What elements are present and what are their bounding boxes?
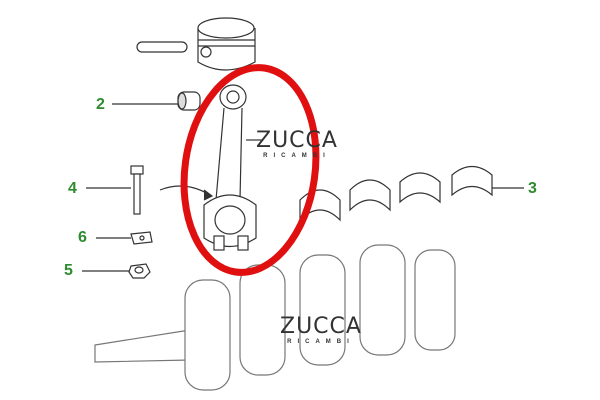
lock-plate — [130, 231, 153, 245]
highlight-circle — [180, 64, 320, 276]
main-bearing-shells — [299, 165, 493, 222]
piston — [197, 17, 256, 71]
logo-sub: RICAMBI — [263, 153, 331, 159]
logo-brand: ZUCCA — [256, 128, 338, 153]
crankshaft — [94, 244, 456, 391]
leader-lines — [82, 103, 524, 272]
nut — [128, 263, 151, 279]
callout-2: 2 — [96, 96, 105, 113]
logo-sub: RICAMBI — [287, 339, 355, 345]
rod-bolt — [130, 165, 144, 215]
small-end-bush — [177, 91, 201, 111]
piston-pin — [136, 41, 188, 53]
logo-brand: ZUCCA — [280, 314, 362, 339]
callout-5: 5 — [64, 262, 73, 279]
callout-3: 3 — [528, 180, 537, 197]
callout-4: 4 — [68, 180, 77, 197]
connecting-rod — [203, 84, 257, 251]
watermark-logo-bottom: ZUCCA RICAMBI — [280, 314, 362, 345]
callout-6: 6 — [78, 229, 87, 246]
watermark-logo-top: ZUCCA RICAMBI — [256, 128, 338, 159]
